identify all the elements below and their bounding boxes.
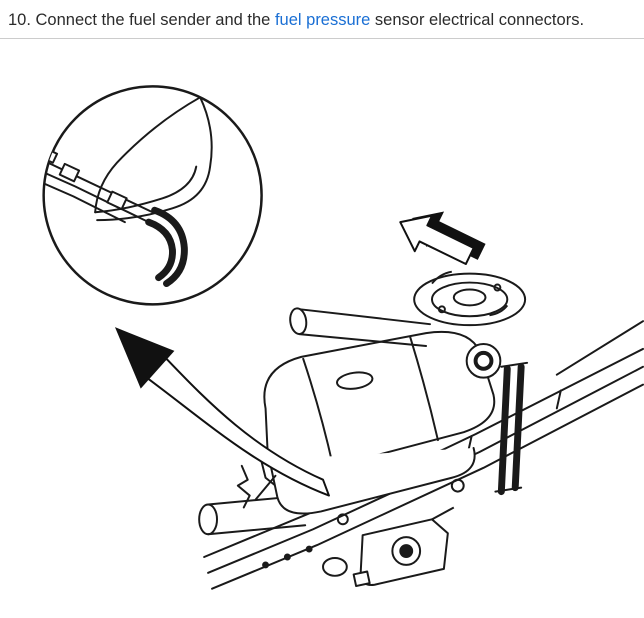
fuel-tank-illustration [42,85,644,590]
technical-diagram [0,69,644,617]
direction-block-arrow-icon [399,211,486,266]
fuel-tank [254,331,496,515]
fuel-pressure-sensor [465,343,502,379]
frame-bracket [322,506,455,588]
mounting-bracket [494,362,529,496]
step-text-after: sensor electrical connectors. [370,11,585,29]
fuel-pressure-link[interactable]: fuel pressure [274,11,371,29]
divider [0,38,644,40]
connector-detail-inset [42,85,263,306]
ring-assembly [413,270,527,327]
step-text-before: 10. Connect the fuel sender and the [8,11,275,29]
curved-callout-arrow-icon [114,327,330,497]
instruction-step: 10. Connect the fuel sender and the fuel… [0,0,644,31]
filler-pipe [289,307,432,348]
